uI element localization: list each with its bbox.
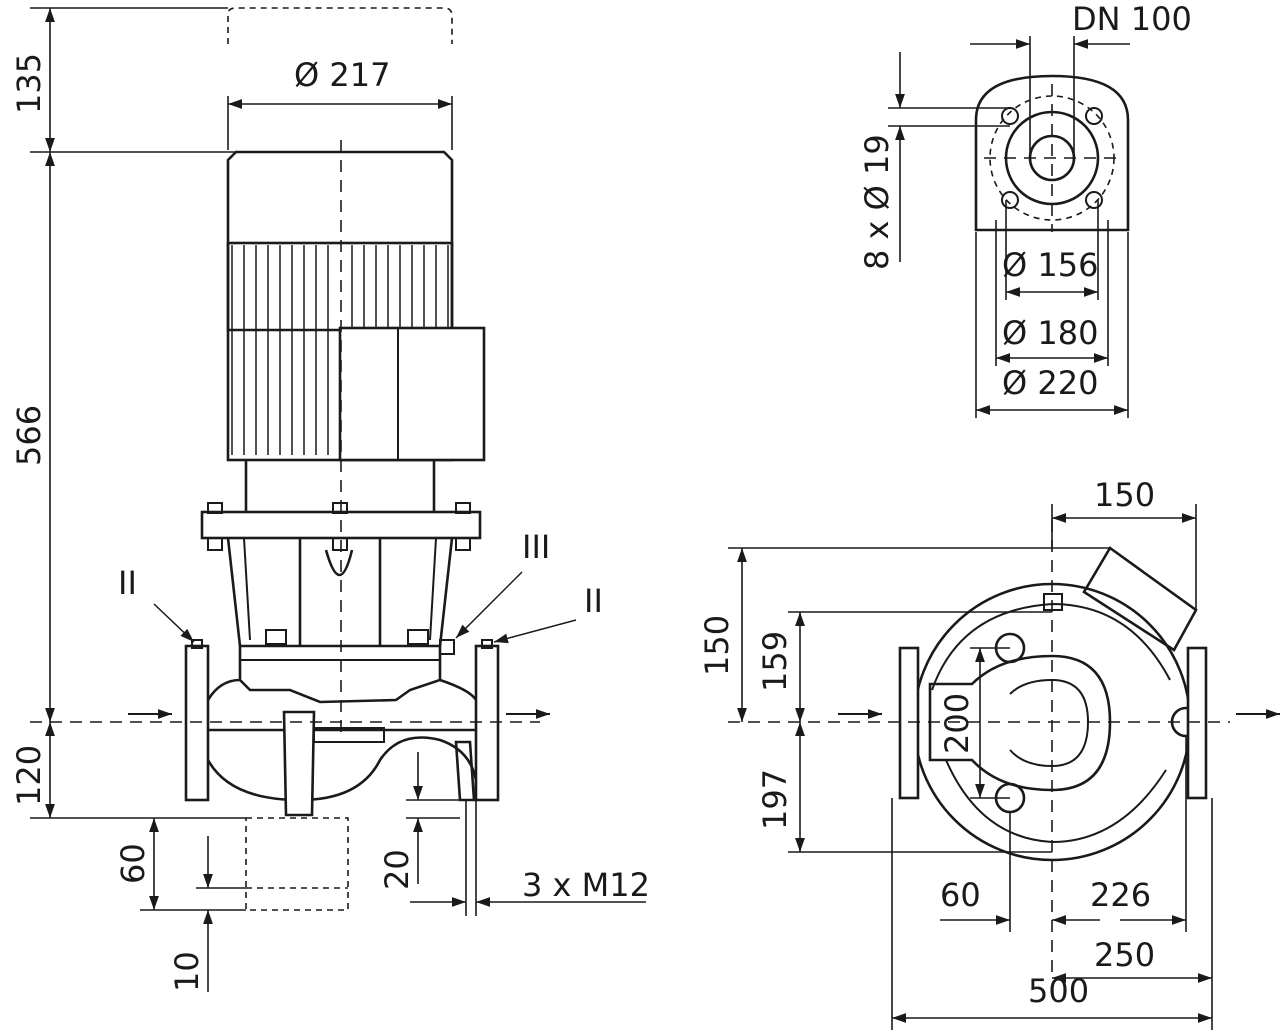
flange-bolts xyxy=(207,502,471,551)
dim-line-dn100 xyxy=(1029,36,1075,158)
dim-motor-diameter: Ø 217 xyxy=(294,56,390,94)
flange-view: DN 100 8 x Ø 19 Ø 156 Ø 180 Ø 220 xyxy=(858,0,1192,418)
pump-volute xyxy=(206,728,478,802)
pump-casing xyxy=(238,644,442,704)
terminal-box xyxy=(338,326,486,462)
dim-nominal-diameter: DN 100 xyxy=(1072,0,1192,38)
dim-raised-face: Ø 156 xyxy=(1002,246,1098,284)
flange-outline xyxy=(974,74,1130,232)
dim-line-180 xyxy=(995,220,1109,366)
extension-lines-plan xyxy=(728,504,1213,1030)
outlet-marker-label: II xyxy=(584,582,603,620)
dim-foot-offset: 10 xyxy=(168,951,206,992)
foot-clearance-box xyxy=(245,817,349,911)
motor-clearance-outline xyxy=(227,7,453,44)
dim-half-length: 250 xyxy=(1094,936,1155,974)
dim-box-offset: 150 xyxy=(1094,476,1155,514)
motor-neck xyxy=(244,460,436,512)
dim-line-220 xyxy=(975,232,1129,418)
dim-bolt-circle: Ø 180 xyxy=(1002,314,1098,352)
outlet-marker-arrow xyxy=(493,619,577,644)
plan-terminal-box xyxy=(1082,546,1198,652)
inlet-marker-label: II xyxy=(118,564,137,602)
dim-pipe-axis-to-base: 120 xyxy=(10,745,48,806)
dim-motor-to-outlet: 226 xyxy=(1090,876,1151,914)
dim-line-m12 xyxy=(465,800,477,916)
inlet-flange xyxy=(184,644,210,802)
plan-inlet-flange xyxy=(898,646,920,800)
side-view: II III II 135 Ø 217 566 120 60 10 20 xyxy=(10,7,650,992)
vent-marker-arrow xyxy=(455,571,523,639)
lantern xyxy=(226,537,454,647)
dim-flange-to-flange: 500 xyxy=(1028,972,1089,1010)
dim-foot-center-offset: 60 xyxy=(940,876,981,914)
dim-upper-body: 159 xyxy=(756,631,794,692)
dim-foot-spacing: 200 xyxy=(938,693,976,754)
dim-lower-body: 197 xyxy=(756,769,794,830)
outlet-flange xyxy=(474,644,500,802)
foot-bolt-post xyxy=(454,740,476,802)
dim-line-156 xyxy=(1005,200,1099,300)
dim-flange-outer: Ø 220 xyxy=(1002,364,1098,402)
dim-box-height: 150 xyxy=(698,615,736,676)
motor-cooling-fins xyxy=(231,245,449,455)
plan-outlet-flange xyxy=(1186,646,1208,800)
pump-foot xyxy=(282,710,316,817)
dim-foot-height: 60 xyxy=(114,843,152,884)
motor-fan-hood xyxy=(226,150,454,332)
inlet-marker-arrow xyxy=(153,603,195,643)
dim-foot-hole-height: 20 xyxy=(378,849,416,890)
dim-line-20 xyxy=(406,799,460,819)
dim-overall-height: 566 xyxy=(10,405,48,466)
plan-vent-plug xyxy=(1043,593,1063,611)
dim-motor-top-clearance: 135 xyxy=(10,53,48,114)
vent-marker-label: III xyxy=(522,528,550,566)
dim-foot-bolts: 3 x M12 xyxy=(522,866,650,904)
plan-view: 150 150 159 197 200 60 226 250 500 xyxy=(698,476,1280,1030)
dim-bolt-holes: 8 x Ø 19 xyxy=(858,134,896,270)
dim-line-bolt-holes xyxy=(888,107,1010,127)
extension-lines-left xyxy=(30,7,453,911)
